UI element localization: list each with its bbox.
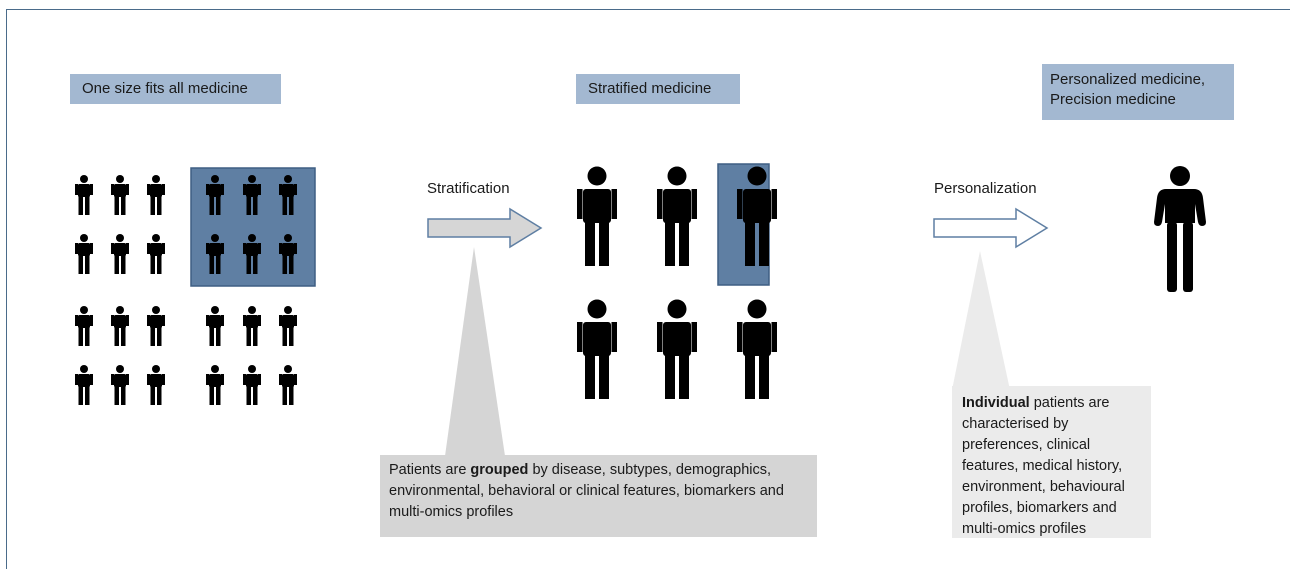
person-icon [75,234,93,274]
person-icon [577,299,617,399]
callout-keyword-grouped: grouped [470,462,529,478]
person-icon [657,166,697,266]
callout-box-personal [952,386,1151,538]
arrow-right-icon-stratification [427,207,543,249]
person-icon [147,365,165,405]
person-icon [243,365,261,405]
person-icon [279,306,297,346]
label-personalized-line1: Personalized medicine, [1050,71,1206,88]
label-one-size-fits-all: One size fits all medicine [70,74,281,104]
person-icon [111,234,129,274]
person-icon [206,306,224,346]
person-icon [75,175,93,215]
person-icon [111,175,129,215]
person-icon [75,306,93,346]
person-icon [243,306,261,346]
callout-pointer-personal [952,251,1010,390]
person-icon [657,299,697,399]
label-stratified-medicine: Stratified medicine [576,74,740,104]
callout-text-personal: Individual patients are characterised by… [962,395,1125,537]
step-stratification-label: Stratification [427,180,510,197]
label-personalized-line2: Precision medicine [1050,91,1176,108]
person-icon [147,234,165,274]
person-icon [1154,166,1206,292]
person-icon [577,166,617,266]
callout-text-stratified: Patients are grouped by disease, subtype… [389,462,784,520]
person-icon [147,306,165,346]
person-icon [206,365,224,405]
person-icon [279,365,297,405]
person-icon [737,299,777,399]
label-personalized-medicine: Personalized medicine, Precision medicin… [1042,64,1234,120]
person-icon [75,365,93,405]
person-icon [111,306,129,346]
callout-box-stratified [380,455,817,537]
callout-pointer-stratified [445,247,505,456]
arrow-right-icon-personalization [933,207,1049,249]
step-personalization-label: Personalization [934,180,1037,197]
person-icon [111,365,129,405]
callout-keyword-individual: Individual [962,395,1030,411]
person-icon [147,175,165,215]
diagram-frame [6,9,1290,569]
